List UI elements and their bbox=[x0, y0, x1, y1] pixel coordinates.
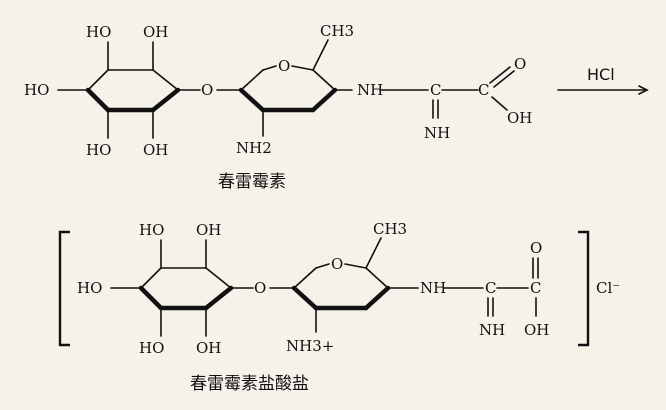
reagent-label: HCl bbox=[587, 65, 615, 84]
hydroxyl-label: HO bbox=[86, 141, 111, 159]
hydroxyl-label: HO bbox=[139, 339, 164, 357]
inositol-ring bbox=[57, 41, 201, 139]
ring-oxygen-label: O bbox=[331, 255, 343, 273]
hydroxyl-label: OH bbox=[196, 221, 221, 239]
carbon-label: C bbox=[485, 279, 496, 297]
carbonyl-oxygen-label: O bbox=[514, 55, 526, 73]
sugar-ring bbox=[269, 237, 419, 333]
hydroxyl-label: OH bbox=[143, 141, 168, 159]
hydroxyl-label: HO bbox=[24, 81, 49, 99]
hydroxyl-label: HO bbox=[86, 23, 111, 41]
amino-label: NH2 bbox=[236, 139, 272, 157]
glycosidic-oxygen-label: O bbox=[254, 279, 266, 297]
right-bracket bbox=[578, 230, 590, 347]
imine-nh-label: NH bbox=[479, 321, 505, 339]
left-bracket bbox=[58, 230, 70, 347]
methyl-label: CH3 bbox=[320, 22, 354, 40]
kasugamycin-structure: HO OH HO HO OH O O CH3 NH2 NH C bbox=[24, 22, 532, 159]
methyl-label: CH3 bbox=[373, 220, 407, 238]
nh-label: NH bbox=[420, 279, 446, 297]
kasugamycin-hydrochloride-structure: HO OH HO HO OH O O CH3 NH3+ NH C bbox=[58, 220, 620, 357]
product-caption: 春雷霉素盐酸盐 bbox=[190, 374, 309, 394]
glycosidic-oxygen-label: O bbox=[201, 81, 213, 99]
ring-oxygen-label: O bbox=[278, 57, 290, 75]
hydroxyl-label: OH bbox=[524, 321, 549, 339]
hydroxyl-label: HO bbox=[77, 279, 102, 297]
reactant-caption: 春雷霉素 bbox=[218, 172, 286, 192]
side-chain: NH C C NH O OH bbox=[357, 55, 532, 142]
hydroxyl-label: OH bbox=[507, 109, 532, 127]
nh-label: NH bbox=[357, 81, 383, 99]
carbon-label: C bbox=[530, 279, 541, 297]
inositol-ring bbox=[110, 239, 254, 337]
hydroxyl-label: HO bbox=[139, 221, 164, 239]
chloride-ion-label: Cl⁻ bbox=[596, 279, 620, 297]
carbon-label: C bbox=[478, 81, 489, 99]
imine-nh-label: NH bbox=[424, 124, 450, 142]
hydroxyl-label: OH bbox=[196, 339, 221, 357]
hydroxyl-label: OH bbox=[143, 23, 168, 41]
carbonyl-oxygen-label: O bbox=[530, 239, 542, 257]
sugar-ring bbox=[216, 39, 353, 137]
ammonium-label: NH3+ bbox=[286, 337, 334, 355]
carbon-label: C bbox=[430, 81, 441, 99]
reaction-arrow: HCl bbox=[557, 65, 649, 95]
side-chain: NH C C NH O OH bbox=[420, 239, 549, 339]
